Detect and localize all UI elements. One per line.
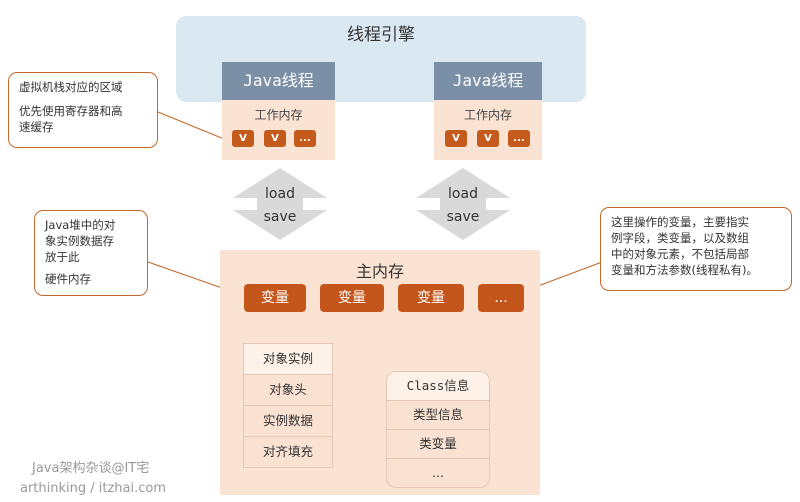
callout-line: 虚拟机栈对应的区域 [19, 80, 123, 94]
callout-stack-region: 虚拟机栈对应的区域 优先使用寄存器和高 速缓存 [8, 72, 158, 148]
callout-line-mid-left [147, 261, 223, 289]
callout-line: 放于此 [45, 250, 80, 264]
arrow-2-save-label: save [446, 209, 480, 225]
callout-line: 优先使用寄存器和高 [19, 104, 123, 118]
main-memory-variable: ... [478, 284, 524, 312]
callout-spacer [19, 95, 147, 103]
object-instance-table: 对象实例 对象头 实例数据 对齐填充 [243, 343, 333, 468]
instance-data-row: 实例数据 [244, 406, 332, 437]
thread-engine-title: 线程引擎 [347, 25, 415, 45]
type-info-row: 类型信息 [387, 401, 489, 430]
thread-2-chip: ... [508, 130, 530, 147]
callout-heap-region: Java堆中的对 象实例数据存 放于此 硬件内存 [34, 210, 148, 296]
main-memory-variable: 变量 [320, 284, 384, 312]
thread-2-chip: V [477, 130, 499, 147]
thread-1-header: Java线程 [222, 62, 335, 100]
class-variable-row: 类变量 [387, 430, 489, 459]
callout-line: 象实例数据存 [45, 234, 114, 248]
load-save-arrow-right [416, 168, 510, 240]
callout-line: 变量和方法参数(线程私有)。 [611, 263, 758, 277]
callout-line: 速缓存 [19, 120, 54, 134]
arrow-2-load-label: load [448, 186, 478, 202]
padding-row: 对齐填充 [244, 437, 332, 467]
callout-variables-note: 这里操作的变量，主要指实 例字段，类变量，以及数组 中的对象元素，不包括局部 变… [600, 207, 792, 291]
arrow-1-save-label: save [263, 209, 297, 225]
class-info-title: Class信息 [387, 372, 489, 401]
thread-1-chip: V [264, 130, 286, 147]
callout-line: Java堆中的对 [45, 218, 116, 232]
footer-site: arthinking / itzhai.com [20, 481, 167, 496]
arrow-1-load-label: load [265, 186, 295, 202]
class-info-more-row: ... [432, 465, 444, 480]
class-info-table: Class信息 类型信息 类变量 ... [386, 371, 490, 488]
footer-brand: Java架构杂谈@IT宅 [32, 461, 150, 476]
object-instance-title: 对象实例 [244, 344, 332, 375]
callout-line: 硬件内存 [45, 272, 91, 286]
object-header-row: 对象头 [244, 375, 332, 406]
thread-2-header: Java线程 [434, 62, 542, 100]
thread-1-chip: V [232, 130, 254, 147]
thread-1-work-memory-label: 工作内存 [254, 108, 303, 122]
main-memory-variable: 变量 [244, 284, 306, 312]
thread-2-work-memory-label: 工作内存 [463, 108, 512, 122]
callout-line: 例字段，类变量，以及数组 [611, 231, 749, 245]
thread-2-chip: V [445, 130, 467, 147]
callout-line: 中的对象元素，不包括局部 [611, 247, 749, 261]
main-memory-title: 主内存 [355, 262, 404, 281]
callout-line-top-left [157, 111, 225, 140]
load-save-arrow-left [233, 168, 327, 240]
thread-1-chip: ... [294, 130, 316, 147]
callout-line: 这里操作的变量，主要指实 [611, 215, 749, 229]
main-memory-variable: 变量 [398, 284, 464, 312]
